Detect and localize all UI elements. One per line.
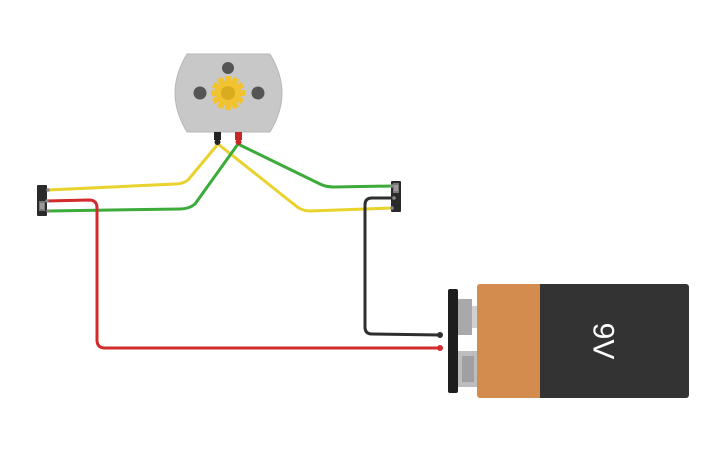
black-wire[interactable] [363,196,442,337]
switch-pin[interactable] [392,196,396,200]
motor-terminal-black[interactable] [214,132,221,140]
motor-hole-left [193,86,207,100]
green-wire-left[interactable] [46,142,240,213]
battery-band [477,284,547,398]
switch-pin[interactable] [390,206,394,210]
motor-hole-top [222,62,234,74]
switch-pin[interactable] [46,209,50,213]
red-wire[interactable] [44,198,442,350]
motor-hole-right [251,86,265,100]
switch-pin[interactable] [46,188,50,192]
battery-snap-top-inner [472,306,478,328]
dc-motor[interactable] [174,53,283,145]
battery-terminal-negative[interactable] [437,332,443,338]
wires [44,142,442,350]
battery-9v[interactable]: 9V [437,284,689,398]
battery-body [540,284,689,398]
battery-snap-bottom-inner [462,356,474,382]
left-switch[interactable] [37,185,50,216]
battery-label: 9V [587,323,620,360]
motor-pin-black [214,139,221,145]
yellow-wire-right[interactable] [216,142,394,213]
right-switch[interactable] [390,181,401,212]
battery-terminal-plate [448,289,458,393]
battery-snap-top [458,299,472,335]
motor-pin-red [235,139,242,145]
battery-terminal-positive[interactable] [437,345,443,351]
switch-pin[interactable] [45,199,49,203]
motor-terminal-red[interactable] [235,132,242,140]
yellow-wire-left[interactable] [46,142,220,192]
gear-icon [211,76,245,110]
green-wire-right[interactable] [236,142,394,189]
battery-band-cover [540,284,548,398]
switch-pin[interactable] [390,184,394,188]
